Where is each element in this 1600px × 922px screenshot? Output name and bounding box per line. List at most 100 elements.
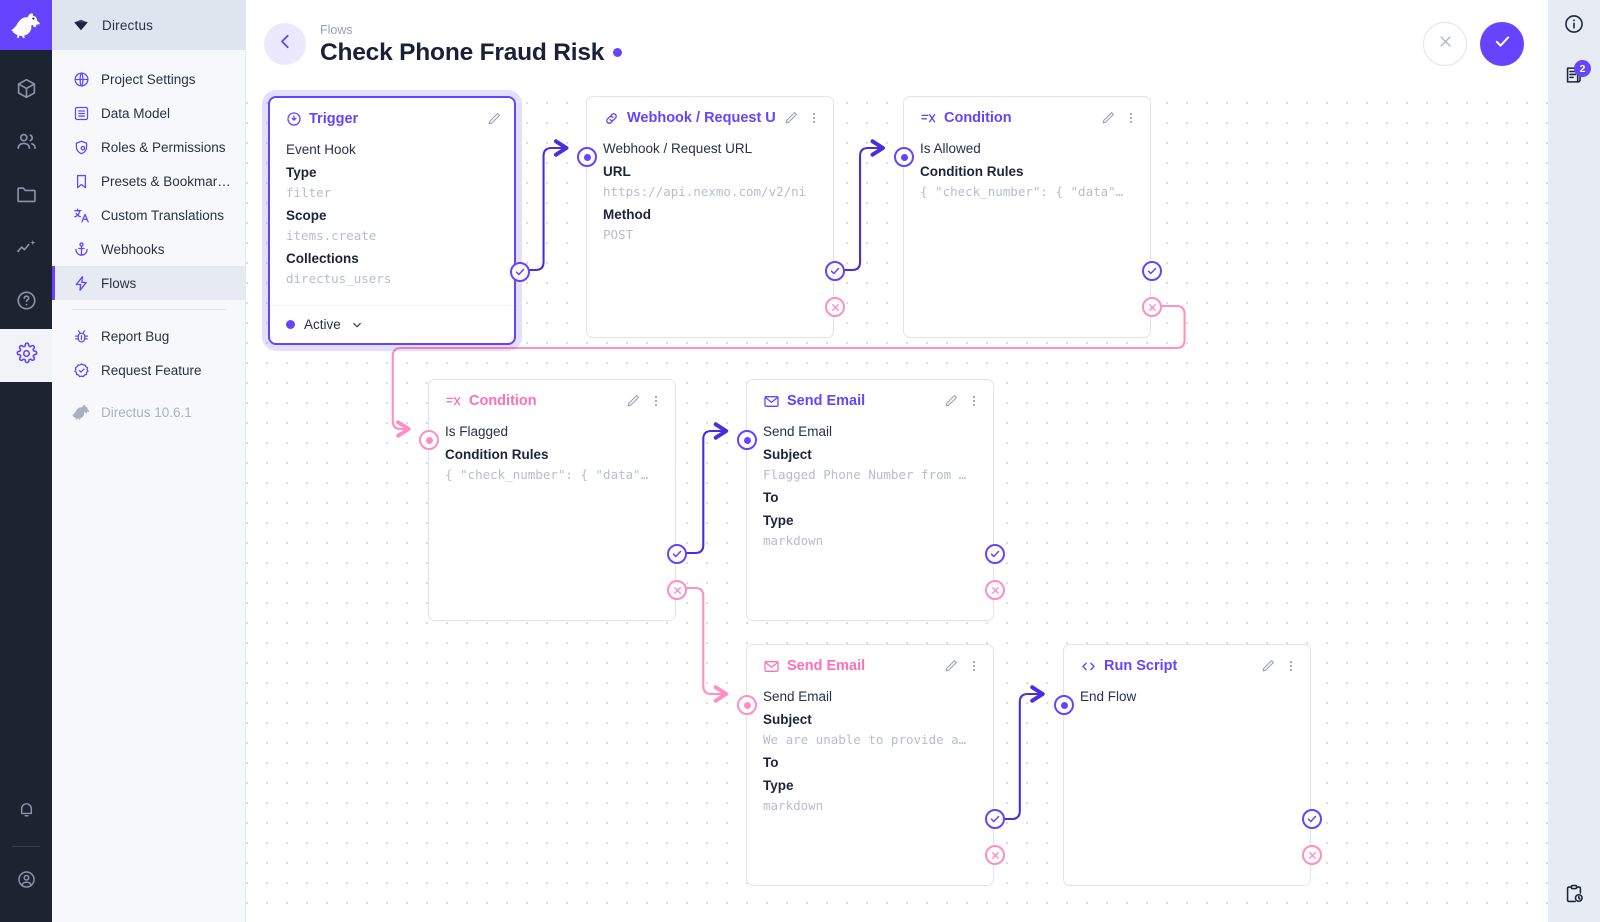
more-options-icon[interactable] <box>967 658 981 674</box>
breadcrumb[interactable]: Flows <box>320 22 353 37</box>
title-row: Check Phone Fraud Risk <box>320 38 623 67</box>
port-input[interactable] <box>737 430 757 450</box>
flow-node-condition-is-flagged[interactable]: Condition Is Flagged Condition Rules { "… <box>419 379 687 621</box>
bug-icon <box>72 327 90 345</box>
sidebar-nav-list: Project Settings Data Model Roles & Perm… <box>52 50 245 429</box>
logs-button[interactable]: 2 <box>1548 52 1600 102</box>
sidebar-item-webhooks[interactable]: Webhooks <box>52 232 245 266</box>
edit-pencil-icon[interactable] <box>943 393 959 409</box>
port-reject[interactable] <box>1142 297 1162 317</box>
field-label: Type <box>763 513 794 528</box>
sidebar-item-custom-translations[interactable]: Custom Translations <box>52 198 245 232</box>
rail-divider <box>12 846 40 847</box>
rail-item-content[interactable] <box>0 64 52 117</box>
bell-icon <box>16 799 37 825</box>
edit-pencil-icon[interactable] <box>943 658 959 674</box>
port-input[interactable] <box>737 695 757 715</box>
more-options-icon[interactable] <box>967 393 981 409</box>
port-reject[interactable] <box>985 580 1005 600</box>
flow-node-send-email-flagged[interactable]: Send Email Send Email Subject Flagged Ph… <box>737 379 1005 621</box>
field-label: Subject <box>763 447 812 462</box>
rail-item-help[interactable] <box>0 276 52 329</box>
field-label: Condition Rules <box>445 447 549 462</box>
port-resolve[interactable] <box>985 544 1005 564</box>
port-resolve[interactable] <box>510 262 530 282</box>
sidebar-item-report-bug[interactable]: Report Bug <box>52 319 245 353</box>
port-reject[interactable] <box>667 580 687 600</box>
port-reject[interactable] <box>985 845 1005 865</box>
arrow-left-icon <box>275 31 296 57</box>
flow-node-run-script[interactable]: Run Script End Flow <box>1054 644 1322 886</box>
port-resolve[interactable] <box>985 809 1005 829</box>
port-input[interactable] <box>419 430 439 450</box>
port-resolve[interactable] <box>825 261 845 281</box>
save-button[interactable] <box>1480 22 1524 66</box>
port-input[interactable] <box>894 147 914 167</box>
sidebar-item-request-feature[interactable]: Request Feature <box>52 353 245 387</box>
edit-pencil-icon[interactable] <box>1260 658 1276 674</box>
port-reject[interactable] <box>825 297 845 317</box>
sidebar-item-project-settings[interactable]: Project Settings <box>52 62 245 96</box>
field-value: items.create <box>286 228 377 243</box>
activity-button[interactable] <box>1548 883 1600 910</box>
sidebar-item-label: Data Model <box>101 105 171 121</box>
rail-item-insights[interactable] <box>0 223 52 276</box>
sidebar-item-flows[interactable]: Flows <box>52 266 245 300</box>
clipboard-clock-icon <box>1563 883 1585 910</box>
flow-node-condition-is-allowed[interactable]: Condition Is Allowed Condition Rules { "… <box>894 96 1162 338</box>
check-decagram-icon <box>72 361 90 379</box>
node-actions <box>1260 658 1298 674</box>
directus-diamond-icon <box>72 16 90 34</box>
flow-node-webhook[interactable]: Webhook / Request U Webhook / Request UR… <box>577 96 845 338</box>
sidebar-item-data-model[interactable]: Data Model <box>52 96 245 130</box>
directus-rabbit-logo[interactable] <box>0 0 52 50</box>
node-body: End Flow <box>1064 687 1310 724</box>
field-label: To <box>763 490 779 505</box>
sidebar-item-label: Roles & Permissions <box>101 139 226 155</box>
port-resolve[interactable] <box>1302 809 1322 829</box>
trigger-status-select[interactable]: Active <box>270 305 514 343</box>
more-options-icon[interactable] <box>1284 658 1298 674</box>
insights-icon <box>15 236 38 264</box>
edit-pencil-icon[interactable] <box>783 110 799 126</box>
node-header: Trigger <box>270 98 514 140</box>
sidebar-item-label: Custom Translations <box>101 207 225 223</box>
cancel-button[interactable] <box>1423 22 1467 66</box>
flow-node-send-email-unable[interactable]: Send Email Send Email Subject We are una… <box>737 644 1005 886</box>
port-resolve[interactable] <box>1142 261 1162 281</box>
box-icon <box>15 77 38 105</box>
status-dot-icon <box>286 320 295 329</box>
port-reject[interactable] <box>1302 845 1322 865</box>
more-options-icon[interactable] <box>1124 110 1138 126</box>
port-resolve[interactable] <box>667 544 687 564</box>
rail-item-file-library[interactable] <box>0 170 52 223</box>
more-options-icon[interactable] <box>649 393 663 409</box>
logs-badge: 2 <box>1574 60 1591 77</box>
rail-item-account[interactable] <box>0 855 52 908</box>
field-label: URL <box>603 164 631 179</box>
back-button[interactable] <box>264 23 306 65</box>
edit-pencil-icon[interactable] <box>1100 110 1116 126</box>
field-label: Subject <box>763 712 812 727</box>
node-subtitle: Is Allowed <box>920 141 981 156</box>
sidebar-header[interactable]: Directus <box>52 0 245 50</box>
port-input[interactable] <box>577 147 597 167</box>
status-label: Active <box>304 317 341 332</box>
port-input[interactable] <box>1054 695 1074 715</box>
edit-pencil-icon[interactable] <box>625 393 641 409</box>
page-title: Check Phone Fraud Risk <box>320 38 605 66</box>
more-options-icon[interactable] <box>807 110 821 126</box>
sidebar-item-roles-permissions[interactable]: Roles & Permissions <box>52 130 245 164</box>
sidebar-item-presets-bookmarks[interactable]: Presets & Bookmar… <box>52 164 245 198</box>
edit-pencil-icon[interactable] <box>486 111 502 127</box>
flow-node-trigger[interactable]: Trigger Event Hook Type filter Scope ite… <box>268 96 530 345</box>
flow-canvas[interactable]: Trigger Event Hook Type filter Scope ite… <box>246 88 1548 922</box>
node-subtitle: Send Email <box>763 424 833 439</box>
rail-item-notifications[interactable] <box>0 785 52 838</box>
translate-icon <box>72 206 90 224</box>
node-body: Send Email Subject Flagged Phone Number … <box>747 422 993 567</box>
rail-item-user-directory[interactable] <box>0 117 52 170</box>
rail-item-settings[interactable] <box>0 329 52 382</box>
bookmark-icon <box>72 172 90 190</box>
info-button[interactable] <box>1548 0 1600 52</box>
